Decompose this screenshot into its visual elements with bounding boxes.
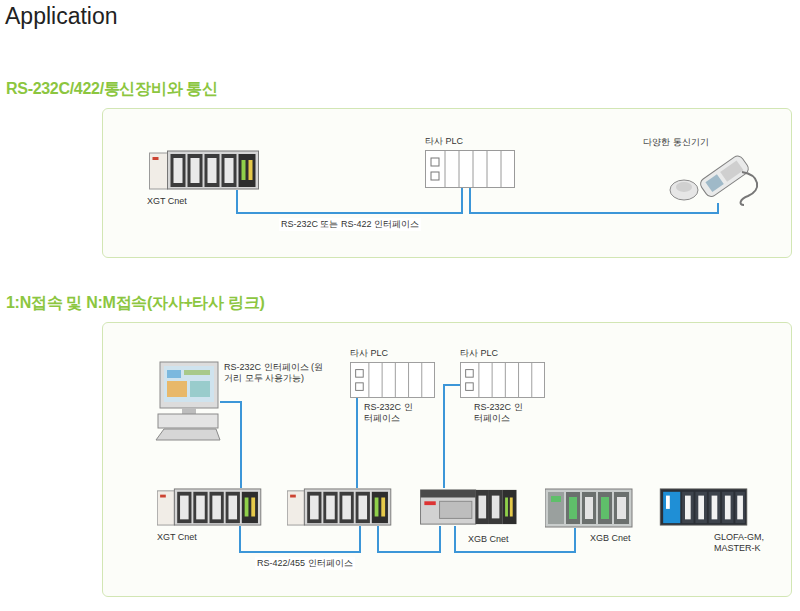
comm-device: 다양한 통신기기 xyxy=(668,155,758,203)
glofa-rack xyxy=(660,489,746,525)
handheld-device xyxy=(705,174,723,192)
xgt-rack xyxy=(150,151,259,189)
computer xyxy=(190,381,210,397)
plc-device: 타사 PLC xyxy=(425,150,515,188)
xgt-rack xyxy=(287,489,391,525)
section-panel: RS-232C 인터페이스 (원거리 모두 사용가능)타사 PLCRS-232C… xyxy=(102,322,792,597)
other-plc xyxy=(426,151,515,188)
other-plc xyxy=(460,363,544,398)
computer xyxy=(158,414,218,428)
device-label: GLOFA-GM, MASTER-K xyxy=(714,532,770,555)
computer xyxy=(160,362,218,408)
device-label: RS-232C 인터페이스 (원거리 모두 사용가능) xyxy=(224,362,326,385)
computer xyxy=(156,429,220,440)
computer xyxy=(164,366,214,402)
handheld-device xyxy=(698,154,750,199)
device-label: XGB Cnet xyxy=(590,533,631,544)
handheld-device xyxy=(698,154,750,199)
xgt-rack xyxy=(157,489,261,525)
device-label: 다양한 통신기기 xyxy=(643,137,709,148)
device-label: XGT Cnet xyxy=(147,196,187,207)
plc-device: XGT Cnet xyxy=(147,150,262,190)
device-label: XGT Cnet xyxy=(157,532,197,543)
computer xyxy=(167,370,181,378)
cable xyxy=(378,526,440,552)
handheld-device xyxy=(720,160,743,181)
xgb-rack xyxy=(545,489,632,527)
panel-ground xyxy=(103,109,791,257)
cable-connector xyxy=(470,188,718,213)
computer xyxy=(156,362,220,440)
device-label: RS-232C 인터페이스 xyxy=(364,402,416,425)
computer xyxy=(184,370,210,375)
plc-device: 타사 PLCRS-232C 인터페이스 xyxy=(350,362,435,398)
cable xyxy=(356,398,358,488)
device-label: 타사 PLC xyxy=(460,348,498,359)
plc-device: XGB Cnet xyxy=(545,488,633,528)
panel-ground xyxy=(103,323,791,596)
handheld-device xyxy=(670,154,757,205)
plc-device: XGT Cnet xyxy=(157,488,262,526)
handheld-device xyxy=(741,172,758,205)
cable-connector xyxy=(220,402,241,488)
handheld-device xyxy=(670,180,698,200)
section-panel: XGT Cnet타사 PLC다양한 통신기기RS-232C/422/통신장비와 … xyxy=(102,108,792,258)
section-heading: 1:N접속 및 N:M접속(자사+타사 링크) xyxy=(6,293,264,313)
cable-connector xyxy=(444,385,460,488)
page-title: Application xyxy=(5,3,118,30)
interface-label: RS-232C 또는 RS-422 인터페이스 xyxy=(279,218,421,231)
plc-device: XGB Cnet xyxy=(418,488,520,526)
section-heading: RS-232C/422/통신장비와 통신 xyxy=(6,79,218,99)
device-label: XGB Cnet xyxy=(468,534,509,545)
interface-label: RS-422/455 인터페이스 xyxy=(255,557,355,570)
cable-connector xyxy=(237,188,462,213)
computer: RS-232C 인터페이스 (원거리 모두 사용가능) xyxy=(158,360,220,442)
xgb-rack xyxy=(421,490,517,524)
computer xyxy=(182,408,196,414)
device-label: 타사 PLC xyxy=(350,348,388,359)
plc-device: GLOFA-GM, MASTER-K xyxy=(658,488,750,526)
cable-connector xyxy=(455,526,575,552)
device-label: 타사 PLC xyxy=(425,136,463,147)
device-label: RS-232C 인터페이스 xyxy=(474,402,526,425)
cable xyxy=(240,526,360,552)
plc-device: 타사 PLCRS-232C 인터페이스 xyxy=(460,362,545,398)
handheld-device xyxy=(676,182,692,192)
computer xyxy=(167,381,187,397)
other-plc xyxy=(350,363,434,398)
cable xyxy=(240,398,440,552)
